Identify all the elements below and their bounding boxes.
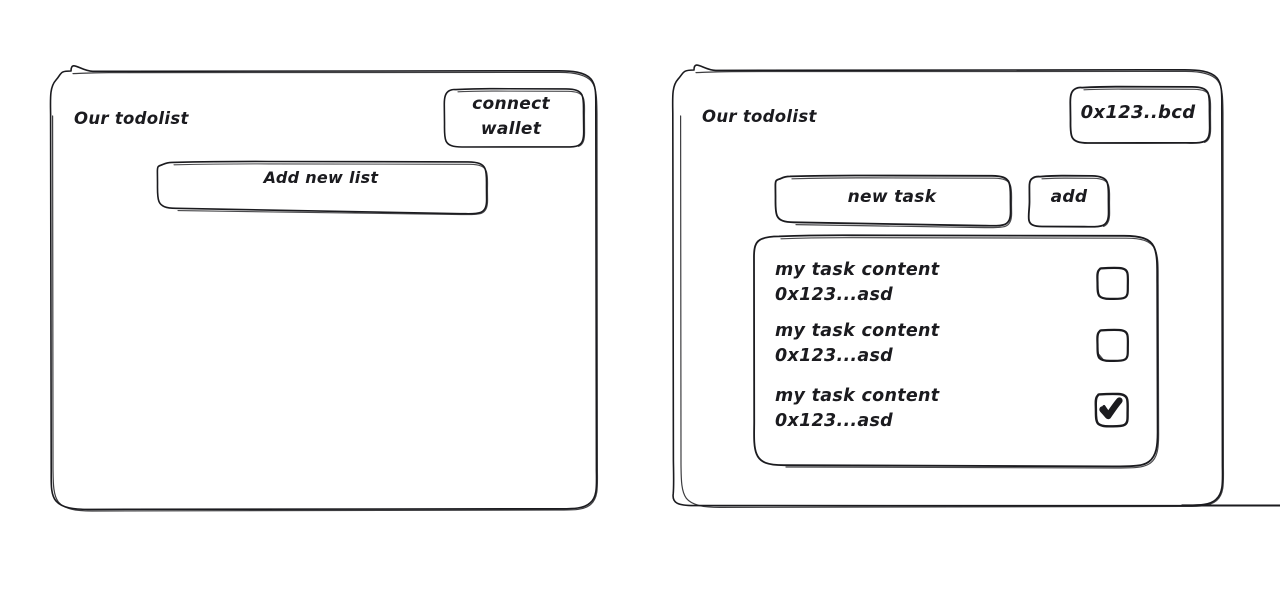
page-title-right: Our todolist — [702, 107, 817, 126]
task-row: my task content 0x123...asd — [775, 258, 1075, 308]
connect-wallet-line1: connect — [472, 94, 550, 114]
task-row: my task content 0x123...asd — [775, 319, 1075, 369]
task-checkbox[interactable] — [1096, 329, 1126, 359]
connect-wallet-label: connect wallet — [444, 92, 578, 142]
connect-wallet-line2: wallet — [480, 119, 542, 139]
new-task-input-value: new task — [847, 187, 937, 207]
task-checkbox[interactable] — [1096, 267, 1126, 297]
add-task-button-label: add — [1050, 187, 1088, 207]
task-content: my task content — [775, 386, 940, 406]
page-title-left: Our todolist — [74, 109, 189, 128]
task-row: my task content 0x123...asd — [775, 384, 1075, 434]
task-content: my task content — [775, 321, 940, 341]
task-owner: 0x123...asd — [775, 285, 893, 305]
task-checkbox-checked[interactable] — [1096, 393, 1126, 423]
task-content: my task content — [775, 260, 940, 280]
wallet-address-label: 0x123..bcd — [1080, 102, 1196, 123]
task-owner: 0x123...asd — [775, 411, 893, 431]
task-owner: 0x123...asd — [775, 346, 893, 366]
add-new-list-label: Add new list — [263, 168, 379, 187]
